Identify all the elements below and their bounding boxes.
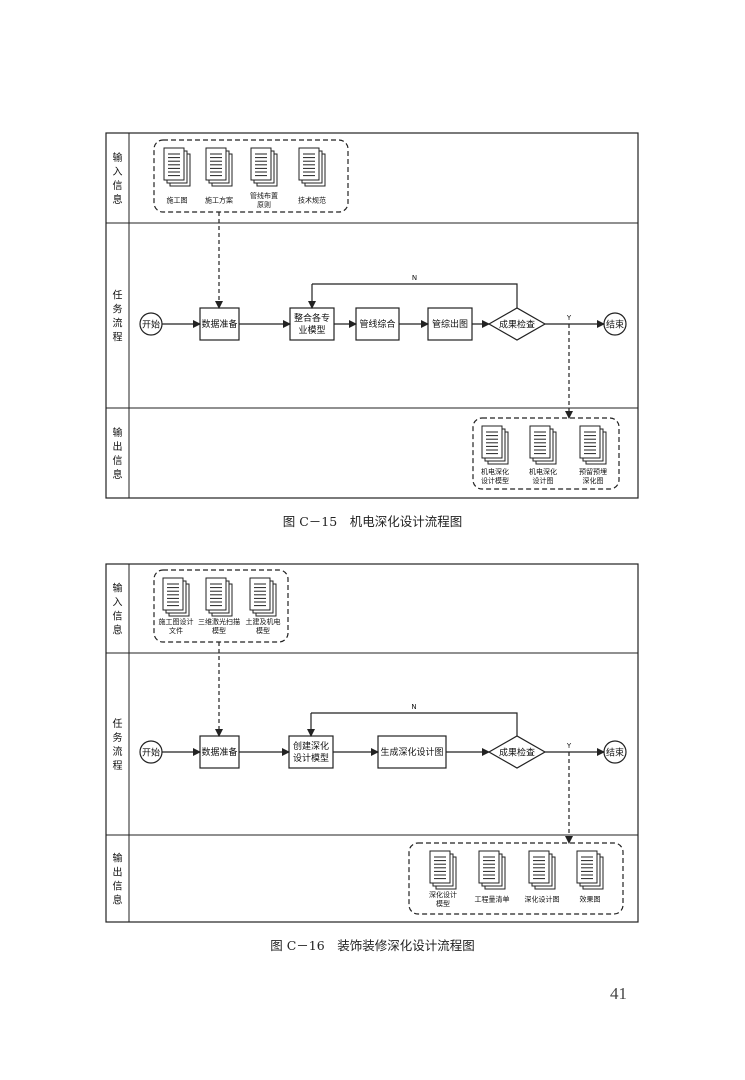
document-icon — [250, 147, 278, 187]
lane-label: 入 — [113, 598, 123, 609]
process-step-box — [288, 735, 334, 769]
input-group-box — [153, 139, 349, 213]
lane-label: 输 — [113, 426, 123, 439]
lane-label: 任 — [113, 289, 123, 302]
yes-label: Y — [566, 314, 572, 322]
lane-label: 出 — [113, 866, 123, 879]
figure-frame — [105, 563, 639, 923]
document-icon — [429, 850, 457, 890]
input-item-label: 文件 — [169, 626, 183, 635]
end-label: 结束 — [606, 747, 624, 759]
output-item-label: 深化图 — [583, 476, 604, 485]
document-icon — [478, 850, 506, 890]
output-item-label: 效果图 — [580, 894, 601, 903]
page-number: 41 — [610, 984, 627, 1003]
input-item-label: 三维激光扫描 — [198, 617, 240, 626]
process-step-label: 数据准备 — [201, 318, 237, 330]
lane-label: 入 — [113, 167, 123, 178]
document-icon — [162, 577, 190, 617]
output-item-label: 预留预埋 — [579, 467, 607, 476]
loop-label: N — [411, 703, 416, 711]
figure-caption-1: 图 C－15 机电深化设计流程图 — [282, 514, 463, 529]
output-item-label: 工程量清单 — [475, 894, 510, 903]
lane-label: 务 — [113, 731, 123, 744]
lane-label: 流 — [113, 745, 123, 758]
output-group-box — [472, 417, 620, 490]
lane-label: 输 — [113, 151, 123, 164]
process-step-box — [199, 307, 240, 341]
process-step-label: 创建深化 — [293, 740, 329, 752]
document-icon — [579, 425, 607, 465]
lane-label: 任 — [113, 717, 123, 730]
output-item-label: 机电深化 — [529, 467, 557, 476]
output-item-label: 模型 — [436, 899, 450, 908]
input-item-label: 管线布置 — [250, 191, 278, 200]
document-icon — [205, 577, 233, 617]
document-icon — [163, 147, 191, 187]
input-item-label: 施工图设计 — [159, 617, 194, 626]
lane-label: 信 — [113, 881, 123, 893]
output-item-label: 设计图 — [533, 476, 554, 485]
output-item-label: 设计模型 — [481, 476, 509, 485]
input-item-label: 技术规范 — [298, 195, 326, 204]
document-icon — [528, 850, 556, 890]
end-label: 结束 — [606, 319, 624, 331]
lane-label: 信 — [113, 180, 123, 192]
lane-label: 息 — [113, 624, 123, 637]
lane-label: 流 — [113, 317, 123, 330]
start-label: 开始 — [142, 319, 160, 331]
lane-label: 输 — [113, 852, 123, 865]
process-step-label: 管综出图 — [432, 318, 468, 330]
input-group-box — [153, 569, 289, 643]
loop-back-line — [312, 283, 518, 308]
input-item-label: 模型 — [212, 626, 226, 635]
input-item-label: 原则 — [257, 201, 271, 209]
start-label: 开始 — [142, 747, 160, 759]
document-icon — [205, 147, 233, 187]
process-step-label: 整合各专 — [294, 312, 330, 324]
yes-label: Y — [566, 742, 572, 750]
loop-label: N — [412, 274, 417, 282]
input-item-label: 施工图 — [167, 195, 188, 204]
decision-label: 成果检查 — [499, 747, 535, 759]
document-icon — [298, 147, 326, 187]
figure-caption-2: 图 C－16 装饰装修深化设计流程图 — [270, 938, 475, 953]
document-icon — [529, 425, 557, 465]
process-step-box — [355, 307, 400, 341]
loop-back-line — [311, 712, 518, 736]
input-item-label: 模型 — [256, 626, 270, 635]
document-icon — [249, 577, 277, 617]
lane-label: 程 — [113, 760, 123, 772]
process-step-label: 业模型 — [298, 325, 325, 336]
output-item-label: 机电深化 — [481, 467, 509, 476]
figure-frame — [105, 132, 639, 499]
process-step-box — [427, 307, 473, 341]
lane-label: 程 — [113, 332, 123, 344]
lane-label: 息 — [113, 894, 123, 907]
output-group-box — [408, 842, 624, 915]
input-item-label: 施工方案 — [205, 195, 233, 204]
lane-label: 务 — [113, 303, 123, 316]
lane-label: 信 — [113, 455, 123, 467]
output-item-label: 深化设计图 — [525, 894, 560, 903]
lane-label: 信 — [113, 611, 123, 623]
lane-label: 息 — [113, 468, 123, 481]
process-step-label: 生成深化设计图 — [380, 746, 443, 758]
lane-label: 出 — [113, 440, 123, 453]
document-icon — [576, 850, 604, 890]
document-icon — [481, 425, 509, 465]
process-step-label: 数据准备 — [201, 746, 237, 758]
lane-label: 息 — [113, 193, 123, 206]
process-step-label: 管线综合 — [359, 318, 395, 330]
input-item-label: 土建及机电 — [246, 617, 281, 626]
output-item-label: 深化设计 — [429, 890, 457, 899]
lane-label: 输 — [113, 582, 123, 595]
decision-label: 成果检查 — [499, 319, 535, 331]
process-step-label: 设计模型 — [293, 752, 329, 764]
